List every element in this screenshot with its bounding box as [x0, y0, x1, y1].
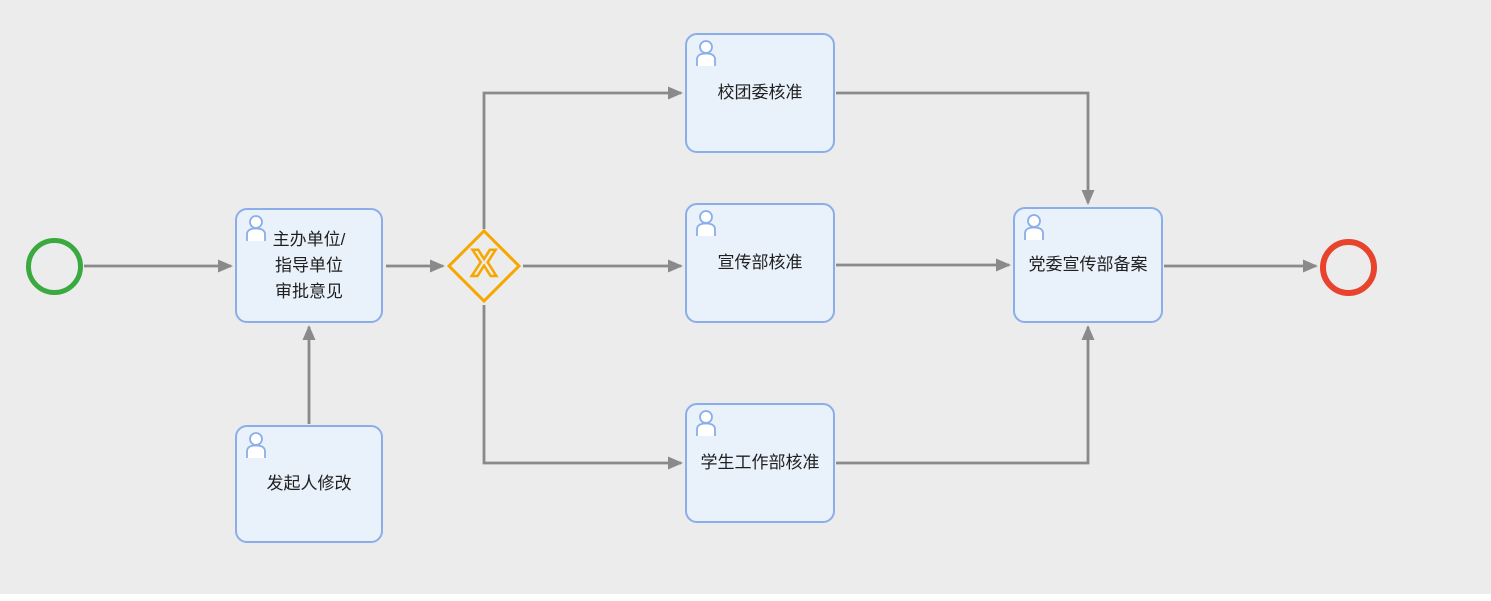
gateway-x-symbol: X	[470, 241, 498, 286]
task-node-approval[interactable]: 主办单位/ 指导单位 审批意见	[235, 208, 383, 323]
task-node-publicity[interactable]: 宣传部核准	[685, 203, 835, 323]
task-node-initiator[interactable]: 发起人修改	[235, 425, 383, 543]
flow-gateway-to-student	[482, 305, 683, 470]
task-node-student-affairs[interactable]: 学生工作部核准	[685, 403, 835, 523]
user-icon	[696, 410, 716, 436]
task-label: 学生工作部核准	[700, 453, 820, 472]
task-label: 党委宣传部备案	[1028, 255, 1148, 274]
task-label: 校团委核准	[717, 83, 803, 102]
start-event-node[interactable]	[26, 238, 83, 295]
flow-youth-to-record	[836, 91, 1095, 205]
user-icon	[1024, 214, 1044, 240]
flow-gateway-to-youth	[482, 86, 683, 229]
task-label: 发起人修改	[266, 474, 352, 493]
flow-student-to-record	[836, 325, 1095, 465]
user-icon	[246, 432, 266, 458]
gateway-diamond-icon	[446, 228, 522, 304]
end-event-node[interactable]	[1320, 239, 1377, 296]
exclusive-gateway-node[interactable]: X	[446, 228, 522, 304]
user-icon	[696, 40, 716, 66]
task-node-youth-league[interactable]: 校团委核准	[685, 33, 835, 153]
canvas-bottom-gap	[0, 594, 1491, 601]
task-label: 主办单位/ 指导单位 审批意见	[272, 229, 346, 301]
task-node-party-record[interactable]: 党委宣传部备案	[1013, 207, 1163, 323]
user-icon	[246, 215, 266, 241]
task-label: 宣传部核准	[717, 253, 803, 272]
user-icon	[696, 210, 716, 236]
